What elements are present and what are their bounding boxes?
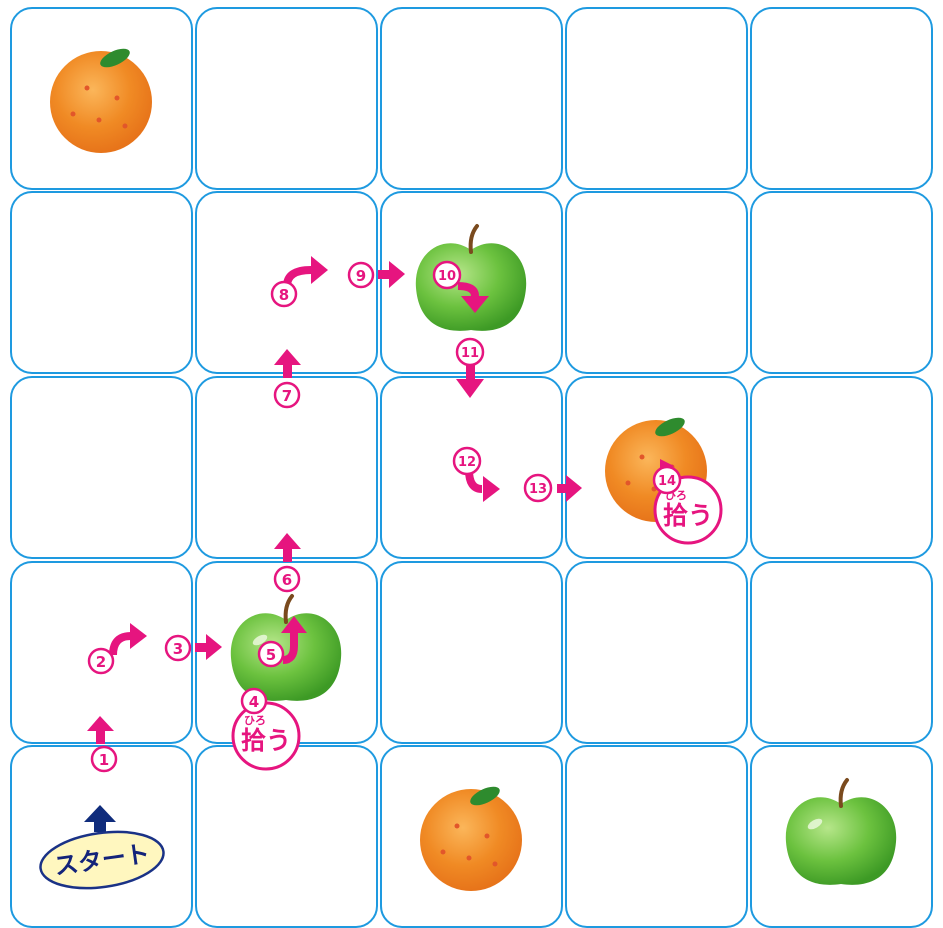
step-12-number: 12 <box>454 448 480 474</box>
step-6-arrow <box>274 533 301 562</box>
step-6-number: 6 <box>275 567 299 591</box>
step-9-arrow <box>378 261 405 288</box>
svg-text:4: 4 <box>249 693 259 711</box>
step-11-number: 11 <box>457 339 483 365</box>
step-12-arrow <box>469 470 500 502</box>
step-2-number: 2 <box>89 649 113 673</box>
svg-text:5: 5 <box>266 646 276 664</box>
svg-text:1: 1 <box>99 751 109 769</box>
svg-text:11: 11 <box>461 346 479 361</box>
step-4-number: 4 <box>242 689 266 713</box>
step-2-arrow <box>113 623 147 655</box>
step-8-number: 8 <box>272 282 296 306</box>
pick-label: 拾う <box>663 501 713 530</box>
step-9-number: 9 <box>349 263 373 287</box>
svg-text:14: 14 <box>658 474 676 489</box>
svg-text:10: 10 <box>438 269 456 284</box>
step-10-number: 10 <box>434 262 460 288</box>
step-13-number: 13 <box>525 475 551 501</box>
orange-icon <box>50 45 152 153</box>
svg-text:2: 2 <box>96 653 106 671</box>
step-3-number: 3 <box>166 636 190 660</box>
apple-icon <box>786 780 896 885</box>
svg-text:3: 3 <box>173 640 183 658</box>
step-7-arrow <box>274 349 301 378</box>
step-11-arrow <box>456 365 484 398</box>
step-13-arrow <box>557 475 582 502</box>
pick-label: 拾う <box>241 726 291 755</box>
svg-text:13: 13 <box>529 482 547 497</box>
step-1-arrow <box>87 716 114 744</box>
step-14-number: 14 <box>654 467 680 493</box>
apple-icon <box>416 226 526 331</box>
step-5-number: 5 <box>259 642 283 666</box>
step-8-arrow <box>287 256 328 286</box>
svg-text:12: 12 <box>458 455 476 470</box>
step-1-number: 1 <box>92 747 116 771</box>
svg-text:6: 6 <box>282 571 292 589</box>
apple-icon <box>231 596 341 701</box>
step-7-number: 7 <box>275 383 299 407</box>
svg-text:9: 9 <box>356 267 366 285</box>
start-arrow-icon <box>84 805 116 832</box>
svg-text:8: 8 <box>279 286 289 304</box>
pick-badge-step-4: ひろ 拾う <box>233 703 299 769</box>
svg-text:7: 7 <box>282 387 292 405</box>
step-3-arrow <box>195 634 222 660</box>
start-marker[interactable]: スタート <box>37 805 167 895</box>
orange-icon <box>420 783 522 891</box>
